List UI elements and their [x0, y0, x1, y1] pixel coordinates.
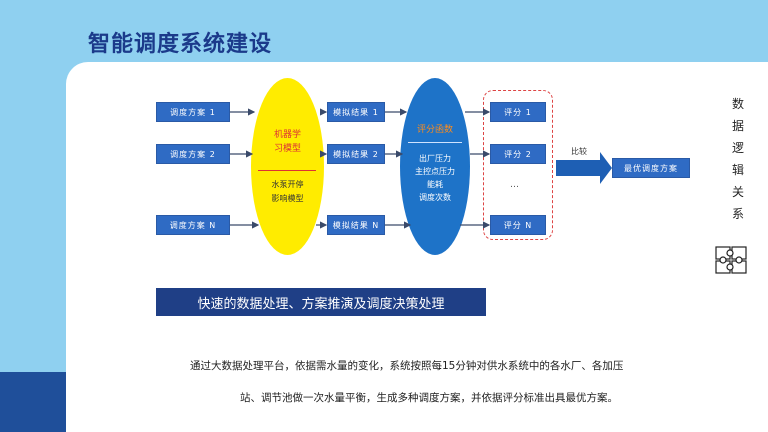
side-char-3: 逻 [731, 141, 744, 155]
puzzle-icon [715, 246, 747, 274]
ml-model-sub-1: 水泵开停 [271, 180, 304, 189]
ml-model-title: 机器学 习模型 [251, 128, 324, 156]
scheme-box-n: 调度方案 N [156, 215, 230, 235]
score-box-2: 评分 2 [490, 144, 546, 164]
compare-label: 比较 [571, 147, 587, 156]
score-group-frame [483, 90, 553, 240]
side-char-5: 关 [731, 185, 744, 199]
page-title: 智能调度系统建设 [88, 32, 273, 57]
side-char-6: 系 [731, 207, 744, 221]
evaluation-ellipse [400, 78, 470, 255]
ml-model-sub-2: 影响模型 [271, 194, 304, 203]
ml-model-divider [258, 170, 316, 171]
result-box-1: 模拟结果 1 [327, 102, 385, 122]
evaluation-item-1: 出厂压力 [419, 154, 451, 163]
header-band [0, 0, 768, 70]
corner-decoration [0, 372, 66, 432]
score-box-1: 评分 1 [490, 102, 546, 122]
evaluation-item-3: 能耗 [427, 180, 443, 189]
result-box-n: 模拟结果 N [327, 215, 385, 235]
evaluation-divider [408, 142, 462, 143]
scheme-box-1: 调度方案 1 [156, 102, 230, 122]
side-char-2: 据 [731, 119, 744, 133]
side-char-1: 数 [731, 97, 744, 111]
evaluation-item-4: 调度次数 [419, 193, 451, 202]
result-box-2: 模拟结果 2 [327, 144, 385, 164]
evaluation-items: 出厂压力 主控点压力 能耗 调度次数 [400, 152, 470, 204]
ml-model-sub: 水泵开停 影响模型 [251, 178, 324, 206]
compare-arrow [556, 152, 612, 184]
summary-banner: 快速的数据处理、方案推演及调度决策处理 [156, 288, 486, 316]
evaluation-title: 评分函数 [416, 125, 453, 135]
ml-model-title-1: 机器学 [273, 130, 301, 140]
scheme-box-2: 调度方案 2 [156, 144, 230, 164]
side-char-4: 辑 [731, 163, 744, 177]
ml-model-title-2: 习模型 [273, 144, 301, 154]
side-vertical-text: 数 据 逻 辑 关 系 [728, 93, 748, 225]
description-line-1: 通过大数据处理平台，依据需水量的变化，系统按照每15分钟对供水系统中的各水厂、各… [190, 360, 624, 372]
best-scheme-box: 最优调度方案 [612, 158, 690, 178]
evaluation-item-2: 主控点压力 [415, 167, 455, 176]
score-ellipsis: … [510, 180, 519, 190]
ml-model-ellipse [251, 78, 324, 255]
score-box-n: 评分 N [490, 215, 546, 235]
description-line-2: 站、调节池做一次水量平衡，生成多种调度方案，并依据评分标准出具最优方案。 [240, 392, 618, 404]
